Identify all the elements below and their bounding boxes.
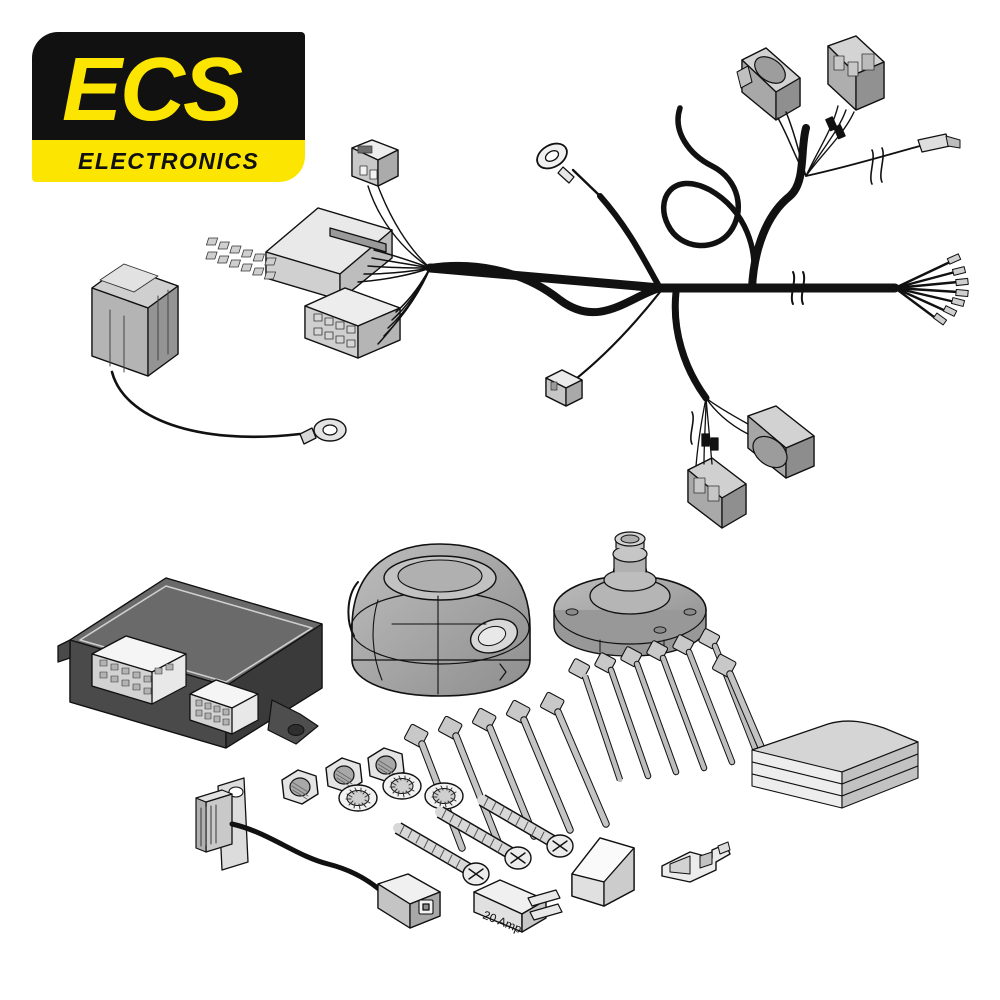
inline-connector [545,369,583,407]
open-wire-ends [893,253,969,326]
ring-terminal-eyelet [299,418,347,445]
ring-terminal-ground [536,142,575,184]
plug-connector-d [687,397,747,529]
pan-head-screw [393,822,490,886]
star-washers-group [338,772,464,812]
screws-group [393,794,574,886]
star-washer [382,772,422,800]
plug-connector-c [705,397,815,479]
multi-pin-connector-lower [304,267,431,359]
star-washer [424,782,464,810]
logo-subtitle-text: ELECTRONICS [78,148,260,174]
logo-brand-text: ECS [62,40,243,140]
logo-yellow-band [32,140,305,182]
ground-connector-left [91,263,347,445]
plug-connector-a [736,47,807,177]
crimp-terminal [661,841,731,883]
hex-nut [281,769,319,805]
logo-black-panel [32,32,305,146]
pan-head-screw [435,806,532,870]
plug-connector-b [805,35,885,177]
multi-pin-connector-upper [205,207,431,301]
ecs-electronics-logo: ECS ELECTRONICS [32,32,305,182]
control-module [57,577,323,749]
socket-base-plate [553,531,707,657]
small-relay-connector [351,139,431,269]
cable-ties-group [403,628,780,852]
pan-head-screw [477,794,574,858]
hex-nut [325,757,363,793]
star-washer [338,784,378,812]
buzzer-bracket [195,777,441,929]
instruction-manuals [751,720,919,809]
blade-fuse: 20 Amp [473,879,563,936]
socket-housing [347,543,531,697]
rubber-grommet [571,837,635,907]
spade-terminal-lead [805,133,961,177]
harness-main-cable [425,105,900,445]
